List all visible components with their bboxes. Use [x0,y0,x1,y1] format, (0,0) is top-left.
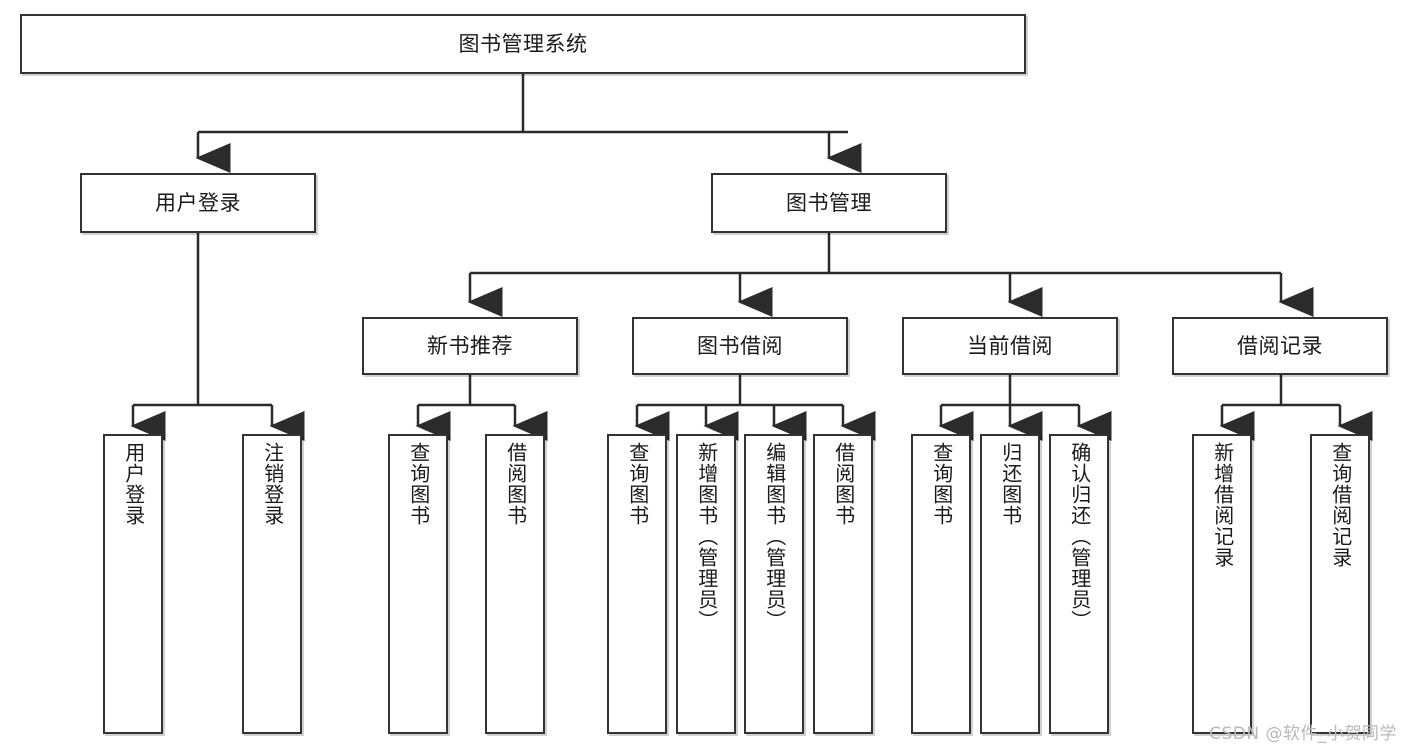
leaf-current-return[interactable]: 归还图书 [980,434,1040,734]
leaf-borrow-borrow-book-label: 借阅图书 [831,442,856,526]
leaf-records-query-label: 查询借阅记录 [1328,442,1353,568]
node-borrow-records[interactable]: 借阅记录 [1172,317,1388,375]
leaf-records-add-label: 新增借阅记录 [1210,442,1235,568]
leaf-current-confirm-return[interactable]: 确认归还（管理员） [1049,434,1109,734]
leaf-new-book-borrow-label: 借阅图书 [503,442,528,526]
node-new-book-recommend-label: 新书推荐 [427,333,513,358]
leaf-borrow-edit-book[interactable]: 编辑图书（管理员） [744,434,804,734]
leaf-new-book-query-label: 查询图书 [406,442,431,526]
node-user-login[interactable]: 用户登录 [80,173,316,233]
leaf-new-book-borrow[interactable]: 借阅图书 [485,434,545,734]
leaf-records-query[interactable]: 查询借阅记录 [1310,434,1370,734]
node-root[interactable]: 图书管理系统 [20,14,1026,74]
node-book-management-label: 图书管理 [786,190,872,215]
leaf-current-query[interactable]: 查询图书 [911,434,971,734]
leaf-current-query-label: 查询图书 [929,442,954,526]
node-user-login-label: 用户登录 [155,190,241,215]
node-current-borrow-label: 当前借阅 [967,333,1053,358]
node-book-borrow-label: 图书借阅 [697,333,783,358]
leaf-records-add[interactable]: 新增借阅记录 [1192,434,1252,734]
leaf-new-book-query[interactable]: 查询图书 [388,434,448,734]
leaf-user-login-signin[interactable]: 用户登录 [103,434,163,734]
node-borrow-records-label: 借阅记录 [1237,333,1323,358]
leaf-current-return-label: 归还图书 [998,442,1023,526]
leaf-user-login-signout-label: 注销登录 [260,442,285,526]
leaf-borrow-query-label: 查询图书 [625,442,650,526]
leaf-borrow-add-book[interactable]: 新增图书（管理员） [676,434,736,734]
node-book-management[interactable]: 图书管理 [711,173,947,233]
leaf-current-confirm-return-label: 确认归还（管理员） [1067,442,1092,631]
node-new-book-recommend[interactable]: 新书推荐 [362,317,578,375]
node-root-label: 图书管理系统 [458,31,588,56]
leaf-user-login-signin-label: 用户登录 [121,442,146,526]
leaf-borrow-add-book-label: 新增图书（管理员） [694,442,719,631]
leaf-borrow-borrow-book[interactable]: 借阅图书 [813,434,873,734]
leaf-borrow-query[interactable]: 查询图书 [607,434,667,734]
leaf-user-login-signout[interactable]: 注销登录 [242,434,302,734]
node-book-borrow[interactable]: 图书借阅 [632,317,848,375]
leaf-borrow-edit-book-label: 编辑图书（管理员） [762,442,787,631]
csdn-watermark: CSDN @软件_小贺同学 [1209,724,1397,744]
node-current-borrow[interactable]: 当前借阅 [902,317,1118,375]
